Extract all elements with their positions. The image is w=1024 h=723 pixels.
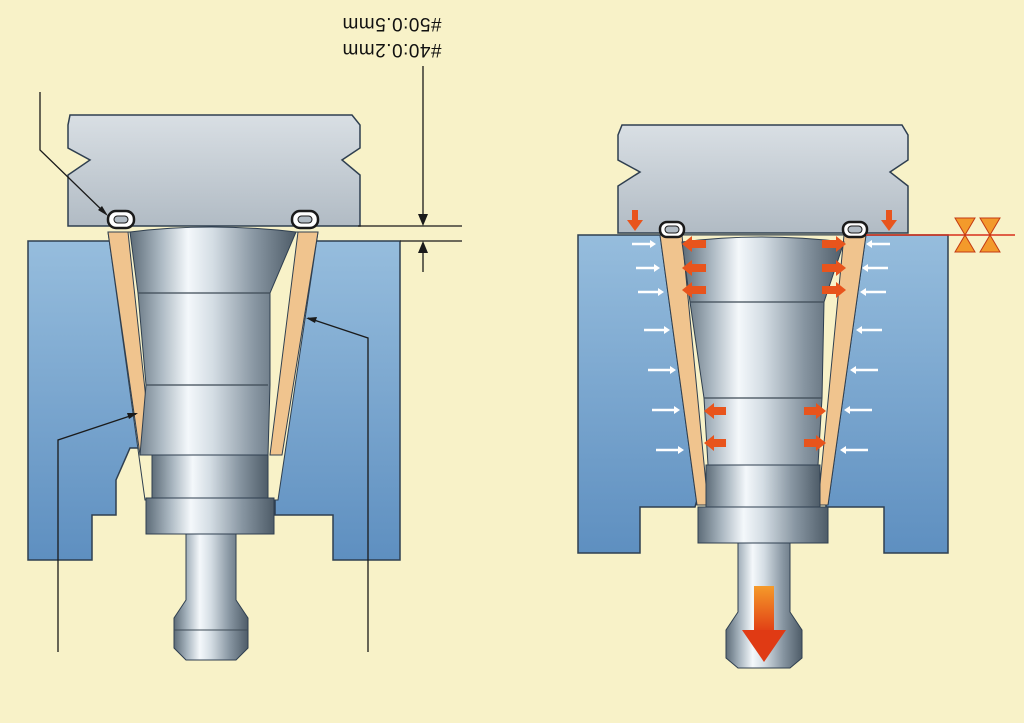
reaction-arrows (632, 240, 890, 454)
triangle-marker-icon (954, 217, 1001, 253)
right-lower-body (705, 464, 821, 508)
face-clamp-arrow-left (627, 210, 643, 231)
right-assembly (577, 124, 1015, 669)
left-sleeve-right (269, 231, 319, 456)
right-seal-right (841, 220, 869, 239)
arrowhead-seal (98, 206, 108, 216)
right-taper-shank (681, 236, 845, 466)
right-collar (697, 506, 829, 544)
pull-down-arrow-icon (742, 586, 786, 662)
left-seal-left (106, 209, 136, 230)
arrowhead-left-sleeve (127, 413, 138, 419)
leader-right-sleeve (307, 317, 369, 652)
left-assembly (27, 66, 462, 661)
left-pull-stud (173, 533, 249, 661)
dim-arrow-up (418, 241, 428, 253)
left-seal-right (290, 209, 320, 230)
dimension-label-lower: #40:0.2mm (342, 39, 442, 60)
left-collar (145, 497, 275, 535)
arrow-icon (682, 236, 846, 451)
left-lower-body (151, 454, 269, 501)
right-seal-left (658, 220, 686, 239)
face-clamp-arrow-right (881, 210, 897, 231)
arrowhead-right-sleeve (306, 317, 317, 323)
leader-seal (39, 92, 107, 215)
dimension-label-upper: #50:0.5mm (342, 13, 442, 34)
left-tool-holder (67, 114, 361, 227)
dim-arrow-down (418, 214, 428, 226)
right-tool-holder (617, 124, 909, 234)
leader-left-sleeve (57, 413, 137, 652)
